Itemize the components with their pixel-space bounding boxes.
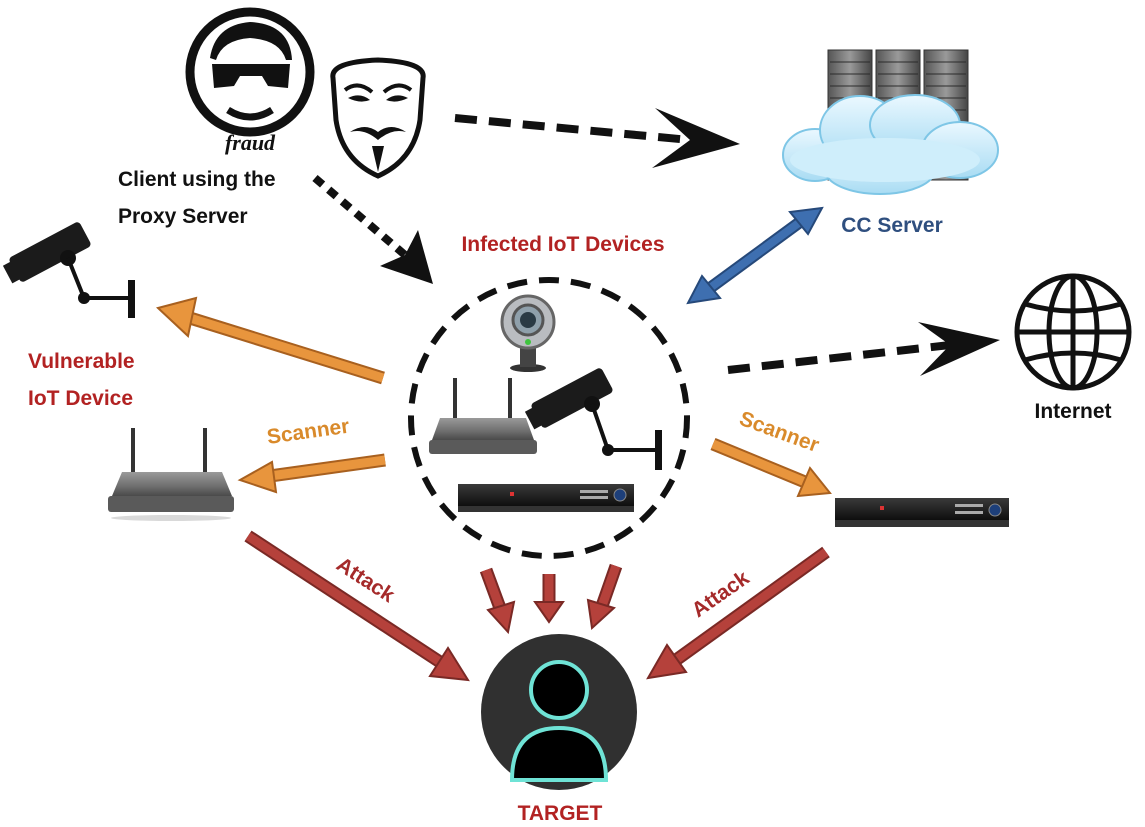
attack-arrows-center: [479, 563, 623, 635]
vulnerable-label-line2: IoT Device: [28, 387, 133, 410]
cc-server-label: CC Server: [841, 214, 943, 237]
attack-arrow-right: [646, 546, 830, 680]
vulnerable-label-line1: Vulnerable: [28, 350, 135, 373]
cc-bidirectional-arrow: [686, 206, 824, 305]
client-label-line2: Proxy Server: [118, 205, 248, 228]
dashed-arrow-to-infected: [312, 174, 433, 284]
wifi-router-icon: [429, 378, 537, 454]
dvr-recorder-icon: [458, 484, 634, 512]
person-target-icon: [481, 634, 637, 790]
scanner-label-left: Scanner: [265, 415, 350, 449]
globe-icon: [1014, 273, 1132, 391]
scanner-arrow-to-camera: [155, 296, 385, 385]
target-label: TARGET: [518, 802, 603, 825]
dashed-arrow-to-internet: [727, 322, 1000, 376]
fraud-text: fraud: [225, 130, 276, 155]
infected-devices-label: Infected IoT Devices: [461, 233, 664, 256]
security-camera-icon: [2, 222, 135, 318]
scanner-arrow-to-dvr: [710, 437, 832, 498]
scanner-arrow-to-router: [237, 453, 386, 494]
wifi-router-icon: [108, 428, 234, 521]
client-label-line1: Client using the: [118, 168, 276, 191]
webcam-icon: [500, 294, 556, 372]
dashed-arrow-to-cc: [454, 108, 740, 168]
infected-devices-circle: [408, 277, 690, 559]
dvr-recorder-icon: [835, 498, 1009, 527]
attack-arrow-left: [244, 530, 470, 682]
security-camera-icon: [524, 368, 662, 470]
scanner-label-right: Scanner: [736, 407, 822, 457]
fraud-hacker-icon: fraud: [185, 7, 315, 155]
anonymous-mask-icon: [330, 57, 426, 179]
cloud-icon: [782, 94, 999, 195]
internet-label: Internet: [1034, 400, 1111, 423]
